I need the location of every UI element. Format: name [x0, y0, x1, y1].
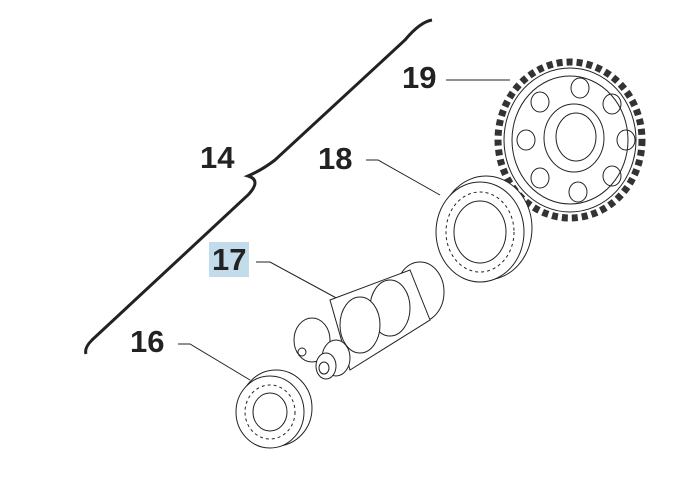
bearing-16 [235, 369, 313, 449]
label-16[interactable]: 16 [130, 324, 165, 359]
label-14[interactable]: 14 [200, 140, 235, 175]
label-18[interactable]: 18 [318, 141, 353, 176]
leader-16 [178, 343, 251, 381]
gear-19 [494, 58, 646, 222]
assembly-brace [84, 18, 433, 355]
leader-18 [366, 159, 441, 196]
label-19[interactable]: 19 [402, 60, 437, 95]
bearing-18 [435, 175, 533, 283]
leader-17 [256, 261, 341, 301]
label-17-highlighted[interactable]: 17 [209, 242, 250, 277]
camshaft-17 [293, 261, 445, 380]
